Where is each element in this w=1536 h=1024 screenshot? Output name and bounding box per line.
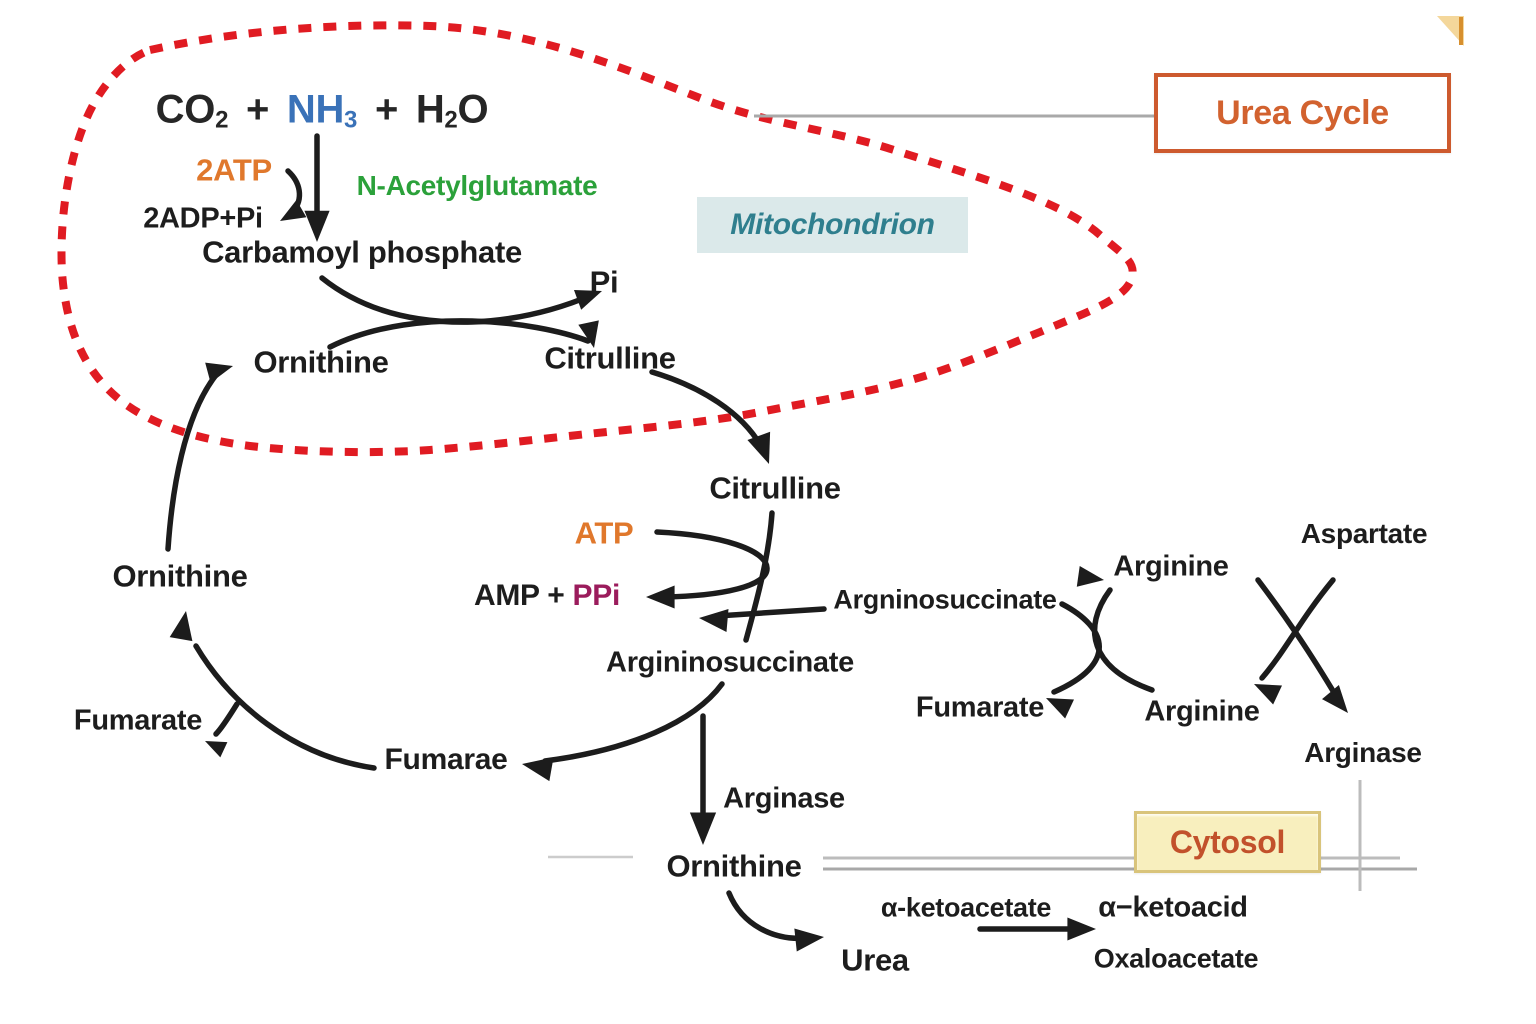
label-pi: Pi: [589, 264, 619, 300]
label-fumarate-left: Fumarate: [73, 704, 203, 737]
formula-h2o: H2O: [415, 87, 489, 134]
arrow-branch-to-fumarate: [213, 701, 240, 737]
label-citrulline-cytosol: Citrulline: [709, 470, 841, 506]
label-fumarate-right: Fumarate: [915, 691, 1045, 724]
cytosol-label-box: Cytosol: [1134, 811, 1321, 873]
label-arginase-center: Arginase: [723, 782, 845, 815]
arrowhead-fumarate-left: [205, 741, 228, 758]
label-amp: AMP +: [474, 579, 565, 612]
arrow-x-left-b: [1051, 601, 1102, 695]
label-atp: ATP: [574, 515, 634, 551]
label-2adp-pi: 2ADP+Pi: [143, 202, 263, 235]
arrowhead-citrulline-mito: [578, 320, 599, 348]
arrowhead-2adp: [280, 200, 307, 221]
reaction-arrows: [165, 133, 1345, 942]
arrow-x-left-a: [1091, 587, 1155, 693]
label-urea: Urea: [841, 942, 909, 978]
arrow-argininosuccinate-to-fumarae: [542, 681, 725, 764]
arrowhead-fumarae: [522, 757, 554, 782]
label-alpha-ketoacid: α−ketoacid: [1098, 891, 1248, 924]
arrowhead-pi: [573, 290, 602, 310]
label-oxaloacetate: Oxaloacetate: [1093, 943, 1259, 974]
label-carbamoyl-phosphate: Carbamoyl phosphate: [202, 234, 522, 270]
arrow-fumarae-to-ornithine: [193, 643, 377, 771]
label-argninosuccinate-right: Argninosuccinate: [833, 584, 1057, 615]
cytosol-label: Cytosol: [1169, 823, 1286, 860]
arrowhead-fumarate-right: [1046, 698, 1075, 719]
mitochondrial-membrane-outline: [57, 21, 1137, 457]
label-aspartate: Aspartate: [1300, 518, 1428, 549]
arrowhead-arginine-bottom: [1254, 684, 1283, 705]
arrow-atp-hook: [654, 529, 770, 600]
arrowhead-ornithine-bottom: [689, 812, 717, 845]
arrow-ornithine-transport: [165, 372, 219, 552]
formula-plus-2: +: [374, 87, 399, 132]
arrow-to-amp-ppi: [714, 606, 827, 619]
arrowhead-ornithine-left: [169, 611, 193, 642]
arrowhead-ornithine-mito: [205, 362, 233, 383]
label-ornithine-mitochondrion: Ornithine: [253, 344, 389, 380]
formula-plus-1: +: [245, 87, 270, 132]
connector-lines: [548, 114, 1417, 891]
label-argininosuccinate: Argininosuccinate: [606, 646, 854, 679]
label-arginine-top: Arginine: [1113, 550, 1229, 583]
arrowheads: [169, 200, 1348, 952]
arrow-x-right-a: [1259, 577, 1336, 681]
arrowhead-arginase-right: [1322, 685, 1348, 713]
label-ornithine-left: Ornithine: [112, 558, 248, 594]
label-n-acetylglutamate: N-Acetylglutamate: [356, 170, 598, 201]
formula-nh3: NH3: [286, 87, 358, 134]
urea-cycle-title-box: Urea Cycle: [1154, 73, 1451, 153]
label-amp-ppi: AMP + PPi: [474, 581, 620, 611]
arrowhead-carbamoyl: [304, 210, 330, 242]
label-citrulline-mitochondrion: Citrulline: [544, 340, 676, 376]
formula-co2: CO2: [155, 87, 229, 134]
urea-cycle-title: Urea Cycle: [1216, 93, 1389, 132]
label-arginase-right: Arginase: [1304, 737, 1422, 768]
label-arginine-bottom: Arginine: [1144, 695, 1260, 728]
arrowhead-amp-ppi-2: [699, 608, 729, 632]
mitochondrion-label: Mitochondrion: [730, 208, 935, 241]
input-formula: CO2 + NH3 + H2O: [156, 89, 489, 132]
mitochondrion-label-box: Mitochondrion: [697, 197, 968, 253]
arrowhead-arginine-top: [1076, 565, 1104, 587]
arrowhead-amp-ppi: [646, 585, 675, 609]
arrowhead-urea: [794, 928, 824, 952]
label-alpha-ketoacetate: α-ketoacetate: [880, 892, 1052, 923]
label-2atp: 2ATP: [196, 152, 272, 188]
label-fumarae: Fumarae: [384, 743, 508, 776]
arrow-ornithine-to-citrulline: [327, 318, 591, 350]
label-ornithine-bottom: Ornithine: [666, 848, 802, 884]
corner-accent-triangle: [1437, 16, 1464, 46]
arrow-citrulline-to-argininosuccinate: [743, 510, 775, 643]
arrow-citrulline-transport: [649, 369, 764, 449]
label-ppi: PPi: [572, 579, 621, 612]
arrowhead-citrulline-cyto: [747, 431, 771, 464]
arrow-carbamoyl-to-pi: [319, 275, 595, 325]
arrowhead-ketoacid: [1067, 917, 1096, 941]
